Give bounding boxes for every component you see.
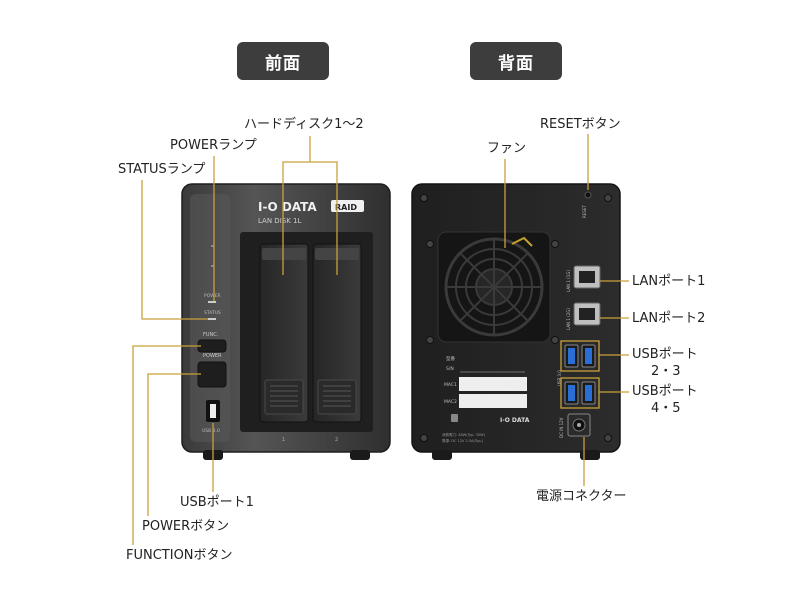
hdd-tray-2[interactable] xyxy=(312,243,362,423)
front-brand: I-O DATA xyxy=(258,200,317,214)
mac2-sticker xyxy=(459,394,527,408)
foot xyxy=(580,450,600,460)
usb-port-4[interactable] xyxy=(564,381,579,405)
lan-port-1[interactable] xyxy=(573,265,601,289)
spec-line-1: 消費電力: 48W(Typ. 35W) xyxy=(442,432,486,437)
reset-text: RESET xyxy=(582,205,587,218)
lock-icon xyxy=(451,414,458,422)
tab-back: 背面 xyxy=(470,42,562,80)
screw xyxy=(426,336,434,344)
usb-port-2[interactable] xyxy=(564,344,579,368)
front-model: LAN DISK 1L xyxy=(258,217,301,225)
label-power-lamp: POWERランプ xyxy=(170,138,257,153)
fan xyxy=(437,231,551,343)
usb-port-3[interactable] xyxy=(581,344,596,368)
leader-lines xyxy=(132,134,629,545)
screw xyxy=(551,240,559,248)
raid-badge-text: RAID xyxy=(335,203,357,212)
lan-port-2[interactable] xyxy=(573,302,601,326)
screw xyxy=(604,434,612,442)
label-mac1-text: MAC1 xyxy=(444,382,457,388)
screw xyxy=(604,194,612,202)
label-status-lamp: STATUSランプ xyxy=(118,162,206,177)
tab-front: 前面 xyxy=(237,42,329,80)
func-text: FUNC. xyxy=(203,332,219,338)
screw xyxy=(551,336,559,344)
label-function-button: FUNCTIONボタン xyxy=(126,548,233,563)
reset-button[interactable] xyxy=(584,191,592,199)
label-mac2-text: MAC2 xyxy=(444,399,457,405)
usb-front-text: USB 3.0 xyxy=(202,428,220,434)
mac1-sticker xyxy=(459,377,527,391)
label-usb23: USBポート xyxy=(632,347,698,362)
power-lamp-text: POWER xyxy=(204,293,221,299)
screw xyxy=(426,240,434,248)
led-dot xyxy=(211,265,214,267)
label-power-connector: 電源コネクター xyxy=(536,489,627,504)
function-button[interactable] xyxy=(197,339,227,353)
label-lan1: LANポート1 xyxy=(632,274,706,289)
label-sn-text: S/N xyxy=(446,366,454,372)
led-dot xyxy=(211,245,214,247)
status-lamp xyxy=(208,318,216,320)
bay-number-1: 1 xyxy=(282,437,285,443)
foot xyxy=(432,450,452,460)
screw xyxy=(420,194,428,202)
hdd-tray-1[interactable] xyxy=(259,243,309,423)
bay-number-2: 2 xyxy=(335,437,338,443)
label-lan2: LANポート2 xyxy=(632,311,706,326)
status-lamp-text: STATUS xyxy=(204,310,221,316)
dc-text: DC IN 12V xyxy=(559,417,564,438)
label-usb1: USBポート1 xyxy=(180,495,254,510)
label-fan: ファン xyxy=(487,141,527,156)
usb-port-5[interactable] xyxy=(581,381,596,405)
label-usb45-num: 4・5 xyxy=(651,401,681,416)
label-hdd: ハードディスク1〜2 xyxy=(244,117,364,132)
label-usb23-num: 2・3 xyxy=(651,364,681,379)
label-reset: RESETボタン xyxy=(540,117,621,132)
raid-badge xyxy=(331,200,364,212)
back-brand: I-O DATA xyxy=(500,417,530,424)
power-lamp xyxy=(208,301,216,303)
powerbtn-text: POWER xyxy=(203,353,222,359)
screw xyxy=(420,434,428,442)
back-device: RESET LAN 1 (1G) LAN 1 (2G) xyxy=(411,183,621,460)
front-device: I-O DATA RAID LAN DISK 1L POWER STATUS F… xyxy=(181,183,391,460)
label-model-text: 型番 xyxy=(446,355,455,362)
label-usb45: USBポート xyxy=(632,384,698,399)
lan2-text: LAN 1 (2G) xyxy=(566,308,571,330)
lan1-text: LAN 1 (1G) xyxy=(566,270,571,292)
power-button[interactable] xyxy=(197,361,227,388)
usb-back-text: USB 3.0 xyxy=(557,370,562,386)
label-power-button: POWERボタン xyxy=(142,519,230,534)
foot xyxy=(350,450,370,460)
spec-line-2: 電源: DC 12V 2.5A(Typ.) xyxy=(442,438,484,443)
